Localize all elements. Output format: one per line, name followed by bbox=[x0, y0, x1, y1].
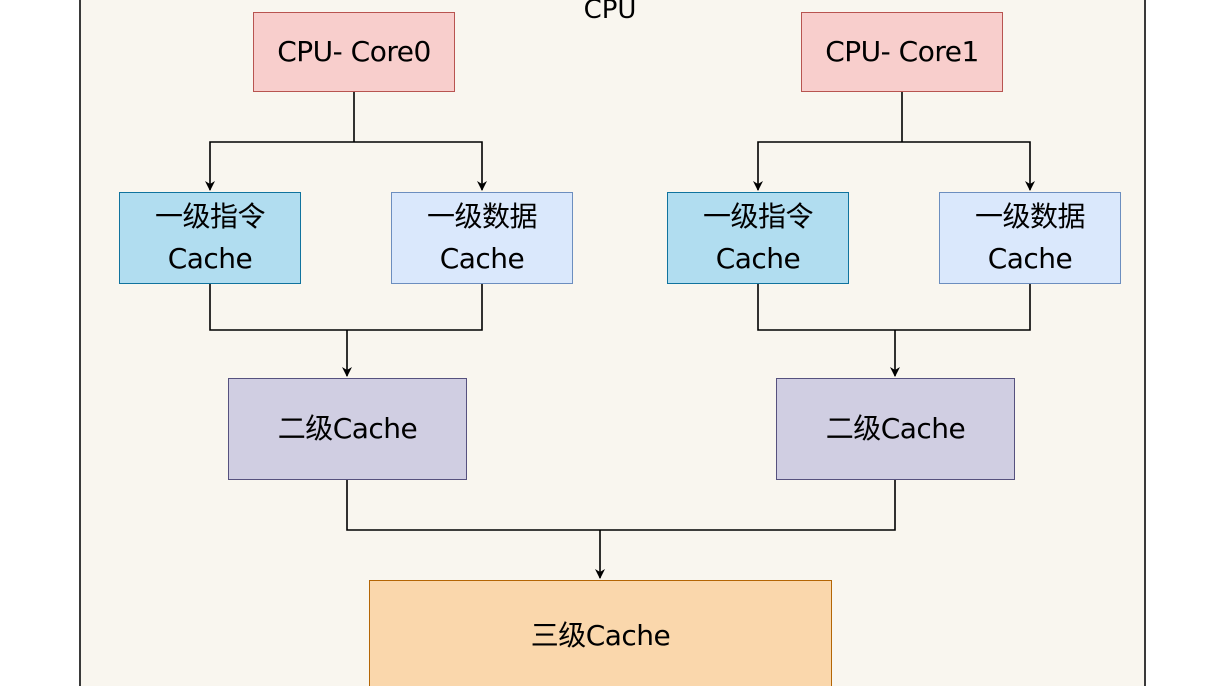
connector-core0-l1-merge bbox=[209, 284, 483, 331]
connector-core1-to-l1i bbox=[753, 141, 902, 191]
core1-box: CPU- Core1 bbox=[801, 12, 1003, 92]
core0-box: CPU- Core0 bbox=[253, 12, 455, 92]
l3-cache: 三级Cache bbox=[369, 580, 832, 686]
l3-label: 三级Cache bbox=[530, 619, 671, 652]
cpu-container bbox=[79, 0, 1146, 686]
core1-l2-cache: 二级Cache bbox=[776, 378, 1015, 480]
core0-l1-data-line2: Cache bbox=[439, 242, 525, 275]
connector-core0-to-l1d bbox=[354, 141, 487, 191]
core1-label: CPU- Core1 bbox=[825, 35, 979, 68]
core1-l1-data-line2: Cache bbox=[987, 242, 1073, 275]
core1-l1-instruction-line2: Cache bbox=[715, 242, 801, 275]
core1-l1-instruction-line1: 一级指令 bbox=[702, 200, 814, 233]
core1-l2-label: 二级Cache bbox=[825, 412, 966, 445]
core1-l1-instruction-cache: 一级指令 Cache bbox=[667, 192, 849, 284]
core0-l1-data-line1: 一级数据 bbox=[426, 200, 538, 233]
core0-l1-instruction-line2: Cache bbox=[167, 242, 253, 275]
core0-l1-instruction-cache: 一级指令 Cache bbox=[119, 192, 301, 284]
cpu-title: CPU bbox=[583, 0, 637, 25]
core0-label: CPU- Core0 bbox=[277, 35, 431, 68]
core1-l1-data-cache: 一级数据 Cache bbox=[939, 192, 1121, 284]
core0-l2-cache: 二级Cache bbox=[228, 378, 467, 480]
connector-core1-l1-merge bbox=[757, 284, 1031, 331]
connector-core1-to-l1d bbox=[902, 141, 1035, 191]
connector-core0-to-l1i bbox=[205, 141, 354, 191]
connector-l2-merge bbox=[346, 480, 896, 531]
core0-l2-label: 二级Cache bbox=[277, 412, 418, 445]
core0-l1-data-cache: 一级数据 Cache bbox=[391, 192, 573, 284]
core1-l1-data-line1: 一级数据 bbox=[974, 200, 1086, 233]
core0-l1-instruction-line1: 一级指令 bbox=[154, 200, 266, 233]
